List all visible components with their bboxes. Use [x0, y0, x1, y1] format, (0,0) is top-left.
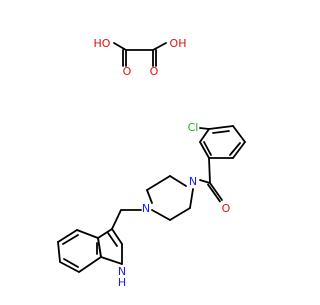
- indole-benzene-inner-bond: [62, 234, 79, 245]
- indole-bond: [100, 256, 123, 265]
- phenyl-inner-bond: [212, 130, 230, 134]
- oxalic-hydroxyl-left: HO: [94, 37, 111, 50]
- structure-canvas: HO OH O O Cl O N N H N: [57, 37, 246, 289]
- indole-benzene-inner-bond: [63, 258, 79, 268]
- phenyl-inner-bond: [203, 141, 212, 156]
- oxalic-bond: [113, 42, 127, 51]
- phenyl-bond: [232, 141, 246, 159]
- indole-bond: [97, 228, 113, 239]
- phenyl-bond: [199, 141, 210, 159]
- indole-n-label: N: [118, 265, 126, 278]
- oxalic-carbonyl-o-left: O: [123, 65, 132, 78]
- indole-benzene-bond: [57, 229, 78, 243]
- piperazine-bond: [146, 175, 171, 191]
- piperazine-bond: [189, 188, 194, 209]
- phenyl-inner-bond: [229, 142, 241, 156]
- piperazine-bond: [151, 209, 171, 221]
- carbonyl-oxygen-label: O: [222, 202, 231, 215]
- carbonyl-carbon-bond: [208, 157, 211, 184]
- indole-benzene-bond: [59, 261, 80, 273]
- indole-benzene-bond: [78, 256, 102, 273]
- chemical-structure-diagram: HO OH O O Cl O N N H N: [57, 37, 246, 289]
- oxalic-carbonyl-o-right: O: [150, 65, 159, 78]
- piperazine-n-right: N: [189, 175, 197, 188]
- carbonyl-double-bond: [209, 182, 223, 201]
- piperazine-bond: [169, 175, 187, 187]
- phenyl-bond: [232, 125, 246, 143]
- methylene-bond: [111, 209, 122, 230]
- indole-h-label: H: [118, 276, 126, 289]
- piperazine-n-left: N: [142, 202, 150, 215]
- indole-inner-bond: [107, 232, 118, 247]
- phenyl-bond: [199, 128, 210, 143]
- indole-benzene-bond: [97, 237, 102, 258]
- carbonyl-double-bond: [207, 183, 221, 203]
- indole-bond: [111, 228, 123, 245]
- phenyl-bond: [208, 125, 234, 130]
- piperazine-bond: [169, 207, 191, 221]
- piperazine-bond: [146, 189, 153, 204]
- oxalic-bond: [152, 42, 167, 51]
- indole-benzene-bond: [57, 241, 61, 263]
- indole-benzene-bond: [76, 229, 99, 239]
- chloro-bond: [199, 127, 210, 130]
- chlorine-label: Cl: [188, 121, 199, 134]
- bonds: [57, 42, 246, 273]
- amide-bond: [199, 179, 211, 184]
- oxalic-hydroxyl-right: OH: [170, 37, 187, 50]
